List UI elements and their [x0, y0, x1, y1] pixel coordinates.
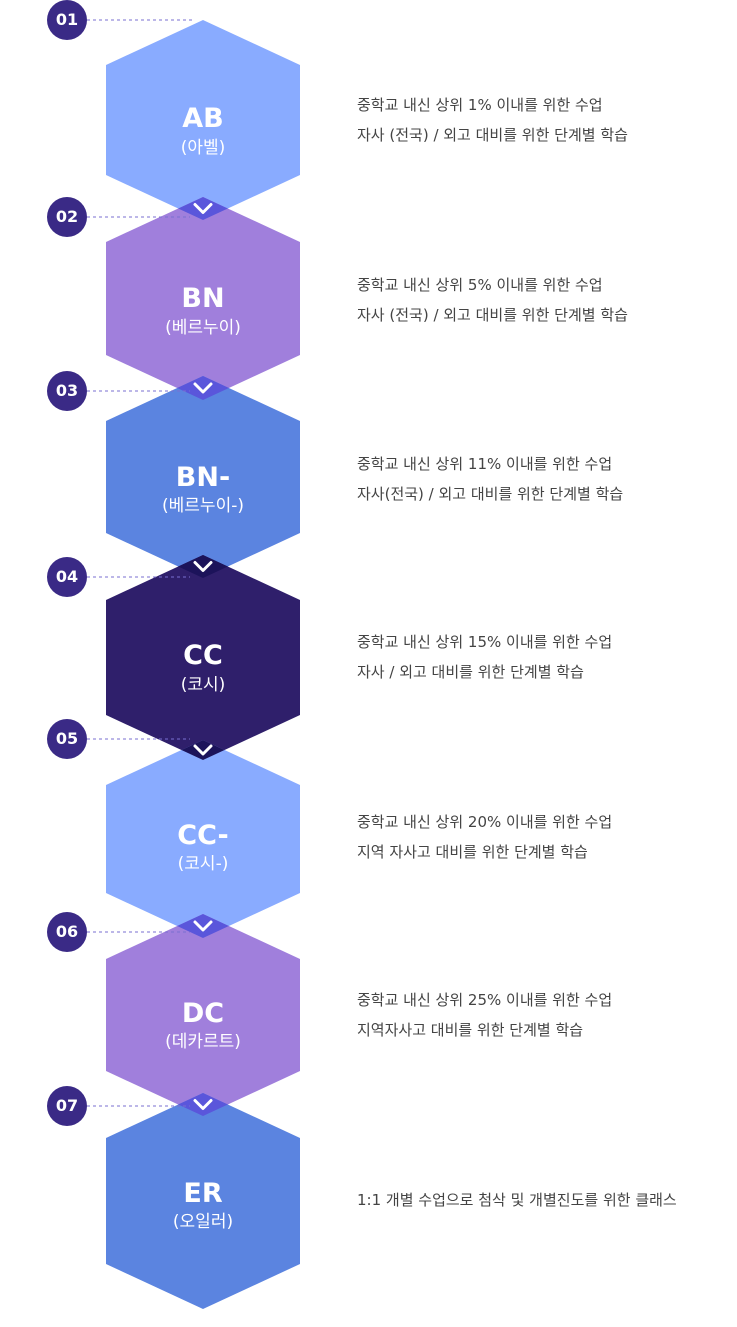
level-subtitle: (코시-) [177, 854, 229, 874]
level-description-line-2: 자사 (전국) / 외고 대비를 위한 단계별 학습 [357, 126, 628, 144]
level-subtitle: (코시) [180, 675, 226, 695]
level-number-badge: 07 [47, 1086, 87, 1126]
chevron-down-icon [193, 744, 213, 756]
hexagon-overlap [177, 376, 229, 400]
level-description-line-1: 중학교 내신 상위 5% 이내를 위한 수업 [357, 276, 603, 294]
hexagon-overlap [178, 555, 228, 578]
hexagon-4 [106, 555, 300, 760]
level-title: CC [183, 640, 223, 671]
chevron-down-icon [193, 203, 213, 214]
level-description-line-2: 자사 (전국) / 외고 대비를 위한 단계별 학습 [357, 306, 628, 324]
level-description-line-2: 자사(전국) / 외고 대비를 위한 단계별 학습 [357, 485, 624, 503]
chevron-down-icon [193, 561, 213, 572]
level-description-line-2: 지역 자사고 대비를 위한 단계별 학습 [357, 843, 588, 861]
level-description-line-1: 중학교 내신 상위 11% 이내를 위한 수업 [357, 455, 613, 473]
hexagon-6 [106, 914, 300, 1116]
level-number-badge: 01 [47, 0, 87, 40]
level-title: DC [181, 998, 225, 1029]
chevron-down-icon [193, 1099, 213, 1110]
level-number-badge: 04 [47, 557, 87, 597]
level-title: CC- [177, 820, 229, 851]
hexagon-5 [106, 740, 300, 938]
level-title: BN- [175, 462, 231, 493]
level-description-line-1: 중학교 내신 상위 20% 이내를 위한 수업 [357, 813, 613, 831]
level-description-line-2: 자사 / 외고 대비를 위한 단계별 학습 [357, 663, 584, 681]
hexagon-overlap [178, 197, 228, 220]
chevron-down-icon [193, 920, 213, 932]
hexagon-1 [106, 20, 300, 220]
level-title: AB [182, 103, 224, 134]
level-subtitle: (아벨) [180, 138, 226, 158]
level-description-line-1: 중학교 내신 상위 25% 이내를 위한 수업 [357, 991, 613, 1009]
level-title: BN [181, 283, 225, 314]
level-subtitle: (베르누이-) [162, 496, 244, 516]
level-number-badge: 06 [47, 912, 87, 952]
hexagon-overlap [177, 914, 229, 938]
hexagon-overlap [181, 740, 225, 760]
level-title: ER [183, 1178, 223, 1209]
level-description-line-1: 중학교 내신 상위 1% 이내를 위한 수업 [357, 96, 603, 114]
level-subtitle: (베르누이) [165, 318, 241, 338]
hexagon-2 [106, 197, 300, 400]
hexagon-overlap [178, 1093, 228, 1116]
hexagon-7 [106, 1093, 300, 1309]
level-description-line-2: 지역자사고 대비를 위한 단계별 학습 [357, 1021, 584, 1039]
chevron-down-icon [193, 382, 213, 394]
hexagon-3 [106, 376, 300, 578]
level-subtitle: (데카르트) [165, 1032, 241, 1052]
level-number-badge: 05 [47, 719, 87, 759]
level-description-line-1: 중학교 내신 상위 15% 이내를 위한 수업 [357, 633, 613, 651]
level-subtitle: (오일러) [172, 1212, 234, 1232]
level-number-badge: 02 [47, 197, 87, 237]
level-number-badge: 03 [47, 371, 87, 411]
level-description-line-1: 1:1 개별 수업으로 첨삭 및 개별진도를 위한 클래스 [357, 1191, 677, 1209]
